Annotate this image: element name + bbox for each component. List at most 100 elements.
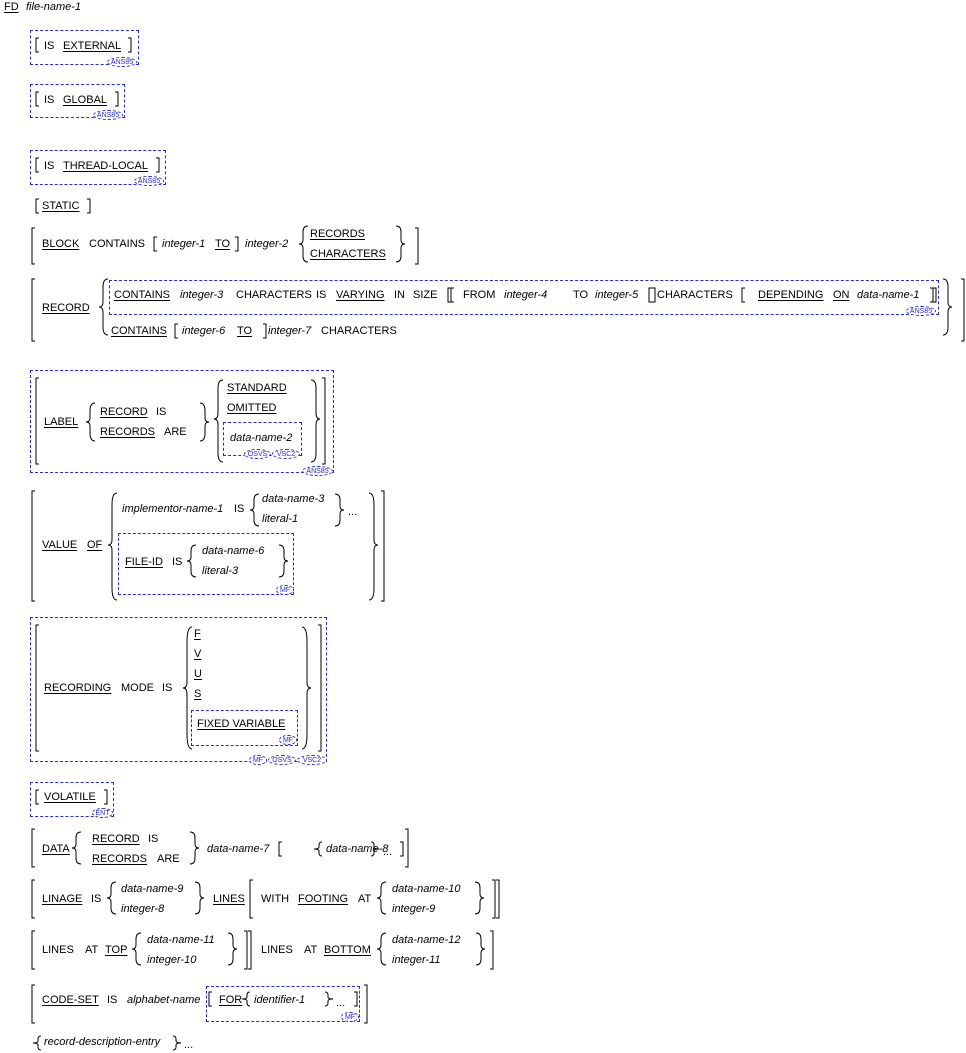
- record-integer-6: integer-6: [182, 325, 226, 337]
- data-name-7: data-name-7: [207, 843, 270, 855]
- label-data-name-2: data-name-2: [230, 432, 293, 444]
- record-contains: CONTAINS: [114, 289, 171, 301]
- fixed-variable-mf-box: [191, 710, 298, 746]
- record-in: IN: [394, 289, 405, 301]
- linage-data-name-10: data-name-10: [392, 883, 461, 895]
- record-integer-7: integer-7: [268, 325, 312, 337]
- block-keyword: BLOCK: [42, 238, 80, 250]
- value-literal-1: literal-1: [262, 513, 299, 525]
- data-are: ARE: [157, 853, 180, 865]
- mf-badge: MF: [279, 735, 297, 745]
- file-id-mf-box: [118, 533, 294, 595]
- code-set-for: FOR: [219, 994, 243, 1006]
- value-ellipsis: ...: [348, 506, 358, 518]
- label-is: IS: [156, 406, 167, 418]
- thread-local-is: IS: [44, 160, 55, 172]
- vsc2-badge: VSC2: [272, 449, 300, 459]
- code-set-alphabet-name: alphabet-name: [127, 994, 201, 1006]
- value-literal-3: literal-3: [202, 565, 239, 577]
- value-keyword: VALUE: [42, 539, 78, 551]
- ans85-badge: ANS85: [906, 306, 936, 316]
- lines-at-data-name-12: data-name-12: [392, 934, 461, 946]
- static-keyword: STATIC: [42, 200, 80, 212]
- data-record: RECORD: [92, 833, 140, 845]
- block-records: RECORDS: [310, 228, 366, 240]
- record-contains-2: CONTAINS: [111, 325, 168, 337]
- recording-u: U: [194, 668, 202, 680]
- ent-badge: ENT: [92, 808, 113, 818]
- osvs-badge: OSVS: [268, 755, 296, 765]
- record-characters-3: CHARACTERS: [321, 325, 397, 337]
- linage-data-name-9: data-name-9: [121, 883, 184, 895]
- lines-at-at: AT: [85, 944, 99, 956]
- linage-at: AT: [358, 893, 372, 905]
- linage-integer-9: integer-9: [392, 903, 436, 915]
- block-integer-1: integer-1: [162, 238, 206, 250]
- mf-badge: MF: [249, 755, 267, 765]
- record-characters: CHARACTERS: [236, 289, 312, 301]
- value-file-id: FILE-ID: [125, 556, 163, 568]
- file-name-1: file-name-1: [26, 1, 82, 13]
- record-on: ON: [833, 289, 850, 301]
- label-omitted: OMITTED: [227, 402, 277, 414]
- mf-badge: MF: [341, 1012, 359, 1022]
- data-is: IS: [148, 833, 159, 845]
- vsc2-badge: VSC2: [297, 755, 327, 765]
- record-description-entry: record-description-entry: [44, 1036, 161, 1048]
- global-keyword: GLOBAL: [63, 94, 108, 106]
- record-size: SIZE: [413, 289, 438, 301]
- ans85-badge: ANS85: [134, 176, 164, 186]
- lines-at-bottom: BOTTOM: [324, 944, 371, 956]
- label-ans85-box: [30, 370, 334, 473]
- label-records: RECORDS: [100, 426, 156, 438]
- ans85-badge: ANS85: [302, 466, 333, 476]
- volatile-ent-box: [30, 782, 114, 817]
- fd-keyword: FD: [4, 1, 19, 13]
- record-integer-3: integer-3: [180, 289, 224, 301]
- value-data-name-3: data-name-3: [262, 493, 325, 505]
- data-ellipsis: ...: [383, 846, 393, 858]
- linage-with: WITH: [261, 893, 290, 905]
- volatile-keyword: VOLATILE: [44, 791, 96, 803]
- thread-local-ans85-box: [30, 150, 166, 185]
- value-is: IS: [234, 503, 245, 515]
- recording-is: IS: [162, 682, 173, 694]
- block-characters: CHARACTERS: [310, 248, 386, 260]
- label-standard: STANDARD: [227, 382, 287, 394]
- lines-at-at-2: AT: [304, 944, 318, 956]
- record-integer-4: integer-4: [504, 289, 548, 301]
- lines-at-integer-10: integer-10: [147, 954, 197, 966]
- record-depending: DEPENDING: [758, 289, 824, 301]
- data-records: RECORDS: [92, 853, 148, 865]
- lines-at-data-name-11: data-name-11: [147, 934, 215, 946]
- code-set-for-mf-box: [206, 986, 360, 1022]
- data-keyword: DATA: [42, 843, 70, 855]
- record-is: IS: [316, 289, 327, 301]
- linage-footing: FOOTING: [298, 893, 349, 905]
- ans85-badge: ANS85: [107, 57, 137, 67]
- global-ans85-box: [30, 84, 125, 118]
- code-set-keyword: CODE-SET: [42, 994, 99, 1006]
- record-data-name-1: data-name-1: [857, 289, 920, 301]
- value-of: OF: [87, 539, 103, 551]
- mf-badge: MF: [276, 585, 294, 595]
- global-is: IS: [44, 94, 55, 106]
- value-is-2: IS: [172, 556, 183, 568]
- lines-at-lines-2: LINES: [261, 944, 293, 956]
- record-to-2: TO: [237, 325, 253, 337]
- record-integer-5: integer-5: [595, 289, 639, 301]
- recording-mode: MODE: [121, 682, 154, 694]
- recording-keyword: RECORDING: [44, 682, 112, 694]
- external-keyword: EXTERNAL: [63, 40, 122, 52]
- lines-at-lines: LINES: [42, 944, 74, 956]
- thread-local-keyword: THREAD-LOCAL: [63, 160, 148, 172]
- label-keyword: LABEL: [44, 416, 79, 428]
- code-set-identifier-1: identifier-1: [254, 994, 306, 1006]
- record-varying: VARYING: [336, 289, 385, 301]
- linage-keyword: LINAGE: [42, 893, 83, 905]
- label-are: ARE: [164, 426, 187, 438]
- label-record: RECORD: [100, 406, 148, 418]
- recording-s: S: [194, 688, 202, 700]
- recording-f: F: [194, 628, 201, 640]
